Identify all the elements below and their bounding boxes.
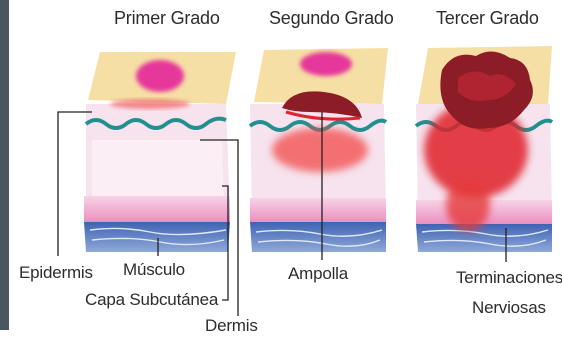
nerviosas-label: Nerviosas	[472, 298, 546, 318]
dermis-label: Dermis	[205, 316, 258, 336]
second-degree-title: Segundo Grado	[269, 8, 394, 29]
third-degree-title: Tercer Grado	[436, 8, 539, 29]
third-degree-block	[416, 46, 552, 252]
terminaciones-label: Terminaciones	[456, 268, 562, 288]
second-muscle-layer	[250, 222, 386, 252]
third-deep-core	[446, 179, 490, 231]
second-burn-spot	[300, 52, 352, 76]
first-redness	[110, 99, 190, 109]
second-deep-redness	[272, 128, 368, 172]
musculo-label: Músculo	[123, 260, 185, 280]
first-burn-spot	[136, 60, 184, 92]
first-dermis-highlight	[92, 140, 224, 200]
second-subcutaneous-layer	[250, 198, 386, 222]
epidermis-label: Epidermis	[19, 263, 93, 283]
first-degree-block	[84, 52, 236, 252]
third-muscle-layer	[416, 224, 552, 252]
subcutanea-label: Capa Subcutánea	[85, 290, 218, 310]
first-degree-title: Primer Grado	[114, 8, 220, 29]
first-subcutaneous-layer	[84, 196, 230, 222]
second-degree-block	[250, 48, 388, 252]
first-muscle-layer	[84, 222, 230, 252]
ampolla-label: Ampolla	[288, 264, 348, 284]
